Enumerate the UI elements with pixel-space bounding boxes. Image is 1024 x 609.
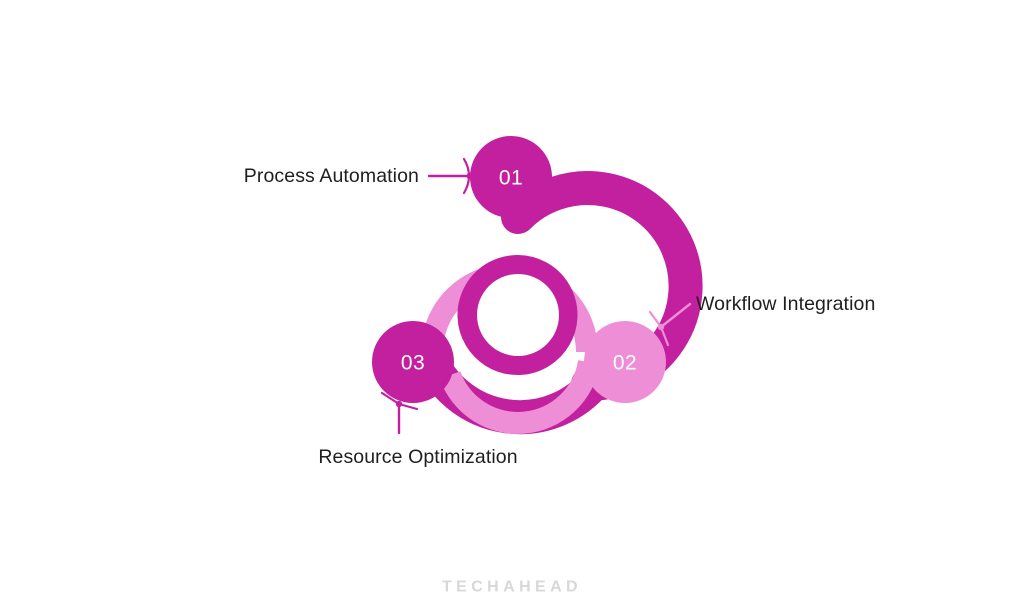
connector-fork-03-right bbox=[397, 402, 419, 411]
connector-line-02-stem bbox=[659, 302, 692, 329]
middle-arc-pink-lower bbox=[439, 359, 600, 434]
ring-inner-hole bbox=[477, 274, 559, 356]
label-workflow-integration: Workflow Integration bbox=[696, 293, 875, 315]
connector-fork-02-upper bbox=[648, 310, 663, 329]
label-resource-optimization: Resource Optimization bbox=[318, 446, 517, 468]
connector-fork-02-lower bbox=[659, 325, 670, 347]
node-01[interactable]: 01 bbox=[470, 136, 552, 218]
connector-fork-03-upleft bbox=[380, 391, 401, 406]
label-process-automation: Process Automation bbox=[244, 165, 419, 187]
node-03[interactable]: 03 bbox=[372, 321, 454, 403]
connector-node-02 bbox=[648, 302, 692, 347]
node-02-circle[interactable] bbox=[584, 321, 666, 403]
node-03-number: 03 bbox=[401, 352, 425, 375]
techahead-watermark: TECHAHEAD bbox=[442, 579, 582, 596]
node-02[interactable]: 02 bbox=[584, 321, 666, 403]
connector-cap-01 bbox=[462, 157, 471, 195]
connector-node-01 bbox=[427, 157, 474, 195]
node-02-number: 02 bbox=[613, 352, 637, 375]
node-01-number: 01 bbox=[499, 167, 523, 190]
connector-node-03 bbox=[380, 391, 419, 435]
node-03-circle[interactable] bbox=[372, 321, 454, 403]
node-01-circle[interactable] bbox=[470, 136, 552, 218]
inner-ring-dark bbox=[457, 255, 578, 375]
